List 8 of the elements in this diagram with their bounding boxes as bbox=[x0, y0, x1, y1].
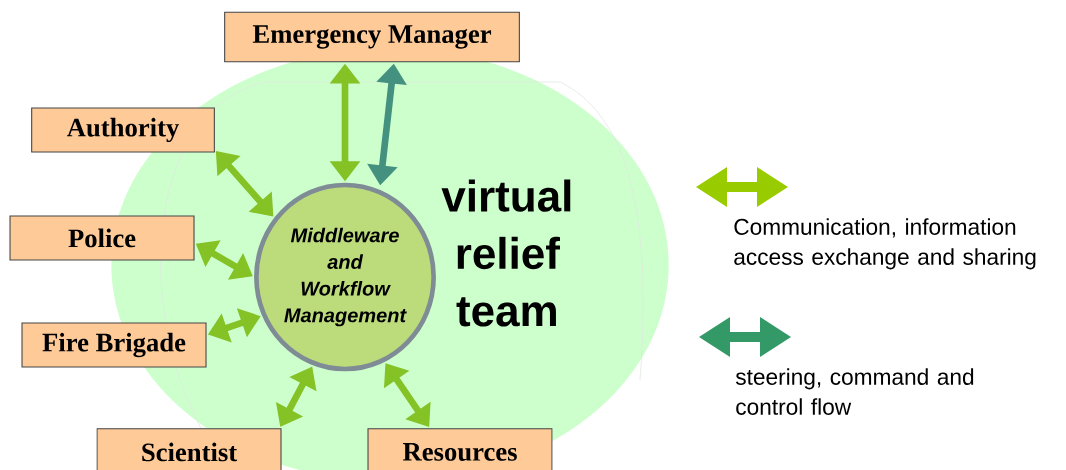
role-box: Resources bbox=[367, 428, 553, 470]
role-box: Scientist bbox=[96, 428, 282, 470]
legend-text: Communication, information access exchange and sharing bbox=[734, 218, 1036, 270]
role-box: Authority bbox=[31, 107, 215, 153]
legend-text: steering, command and control flow bbox=[735, 368, 974, 415]
role-box: Police bbox=[9, 215, 195, 261]
role-box: Emergency Manager bbox=[224, 11, 520, 63]
role-box: Fire Brigade bbox=[21, 322, 207, 368]
